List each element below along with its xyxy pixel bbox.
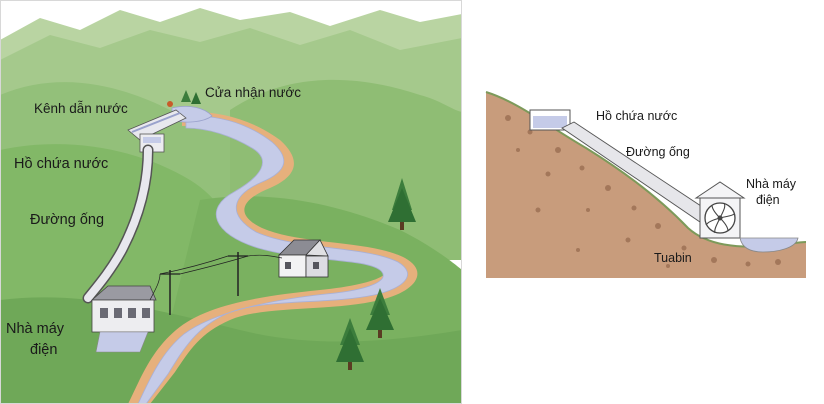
pine-tree: [336, 318, 364, 370]
hydropower-landscape-diagram: Cửa nhận nước Kênh dẫn nước Hồ chứa nước…: [0, 0, 462, 404]
river-water: [137, 115, 408, 404]
label-penstock: Đường ống: [626, 145, 690, 159]
outflow-pool: [739, 237, 799, 253]
label-intake: Cửa nhận nước: [205, 85, 301, 100]
pine-tree: [366, 288, 394, 338]
label-plant-line2: điện: [30, 342, 57, 358]
soil-texture: [505, 115, 781, 268]
pine-tree: [388, 178, 416, 230]
label-plant-line1: Nhà máy: [6, 321, 65, 337]
power-lines: [149, 252, 283, 315]
farmhouse: [278, 239, 329, 278]
label-reservoir: Hồ chứa nước: [596, 109, 677, 123]
label-reservoir: Hồ chứa nước: [14, 156, 108, 172]
penstock-pipe-inner: [84, 146, 152, 302]
reservoir-tank: [529, 109, 571, 131]
label-channel: Kênh dẫn nước: [34, 101, 128, 116]
turbine-icon: [704, 202, 736, 234]
power-plant-building: [90, 285, 157, 353]
label-plant-line1: Nhà máy: [746, 177, 797, 191]
label-turbine: Tuabin: [654, 251, 692, 265]
soil-terrain: [486, 92, 806, 278]
hydropower-cross-section-diagram: Hồ chứa nước Đường ống Nhà máy điện Tuab…: [478, 70, 820, 290]
water-channel: [127, 109, 187, 141]
small-trees: [167, 90, 201, 107]
label-penstock: Đường ống: [30, 212, 104, 228]
label-plant-line2: điện: [756, 193, 780, 207]
